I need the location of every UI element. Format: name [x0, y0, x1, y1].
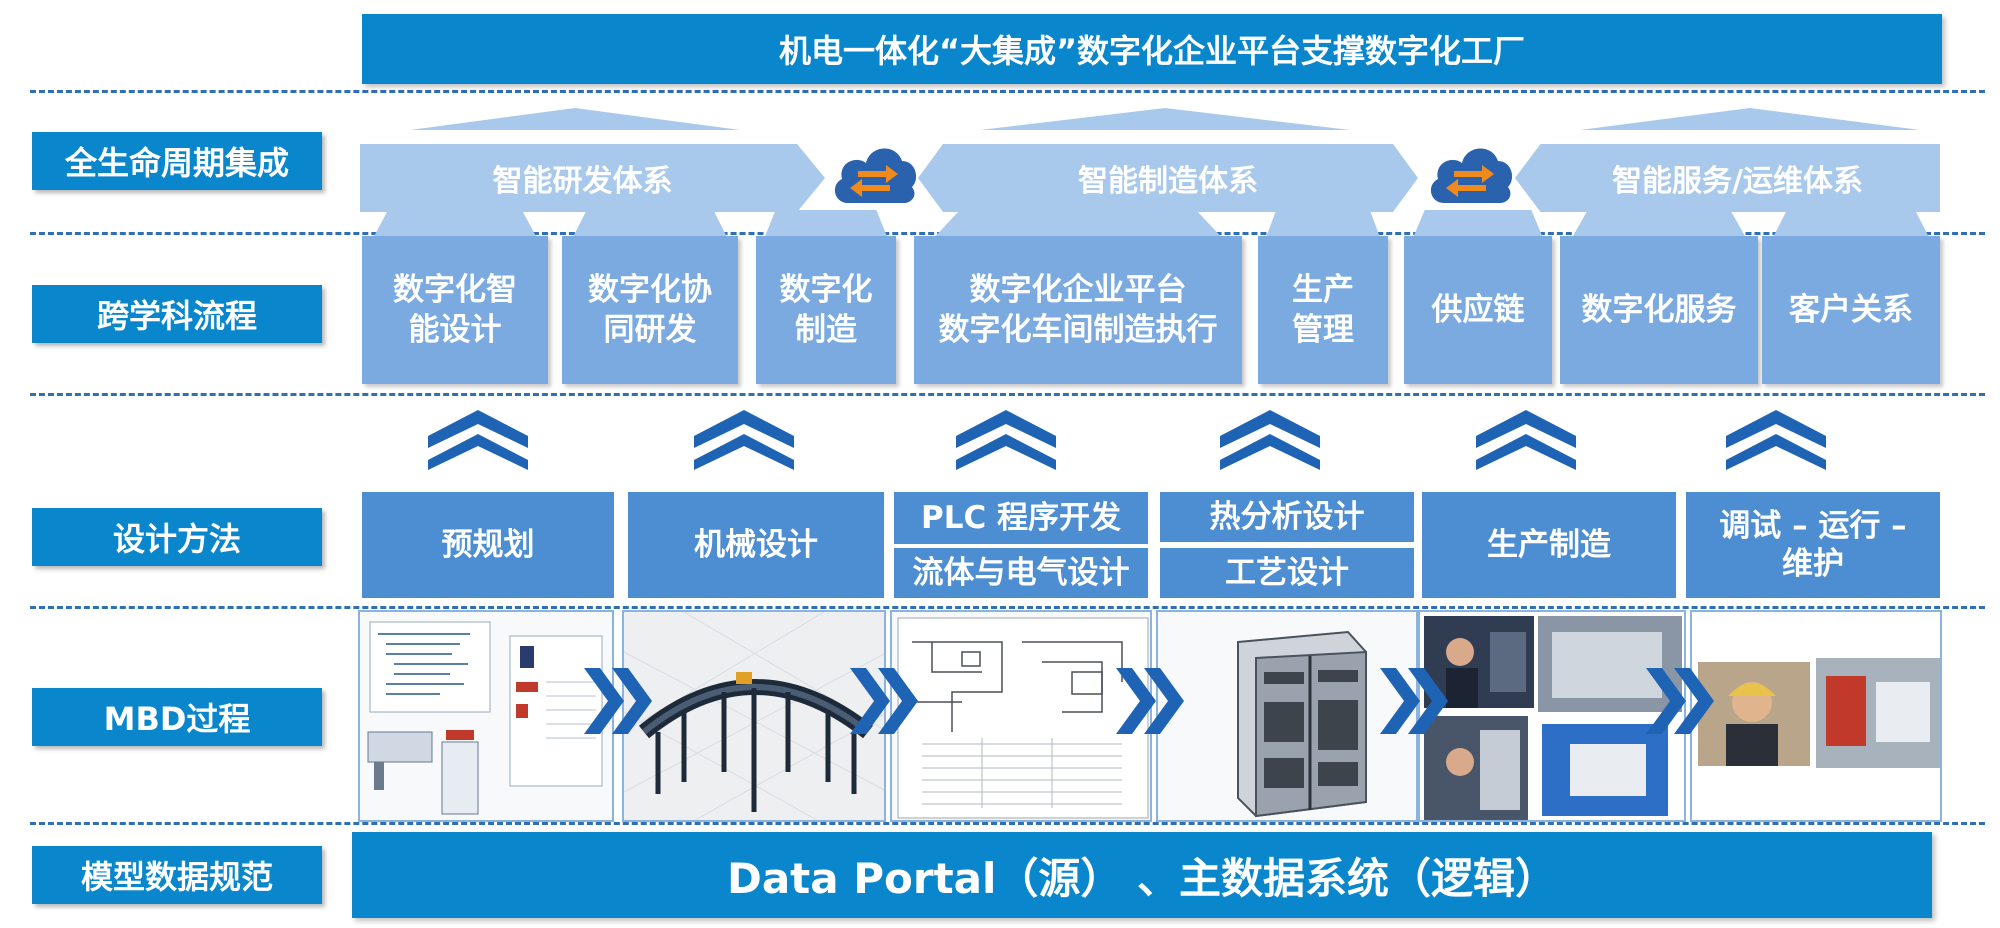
separator — [30, 822, 1985, 825]
row-label-mbd: MBD过程 — [32, 688, 322, 746]
process-cap — [933, 210, 1223, 238]
separator — [30, 393, 1985, 396]
lifecycle-mfg-label: 智能制造体系 — [1078, 164, 1258, 199]
lifecycle-svc-label: 智能服务/运维体系 — [1612, 164, 1863, 199]
chevron-right-icon — [850, 668, 918, 734]
method-mechanical: 机械设计 — [628, 492, 884, 598]
process-digital-service: 数字化服务 — [1560, 236, 1758, 384]
mbd-panel-production — [1418, 610, 1686, 822]
method-process-design: 工艺设计 — [1160, 548, 1414, 598]
separator — [30, 606, 1985, 609]
process-crm: 客户关系 — [1762, 236, 1940, 384]
process-line2: 制造 — [795, 312, 857, 348]
process-line1: 数字化企业平台 — [969, 272, 1187, 308]
double-chevron-up-icon — [428, 410, 528, 470]
process-line2: 数字化车间制造执行 — [938, 312, 1218, 348]
process-cap — [1571, 210, 1747, 238]
process-line2: 能设计 — [408, 312, 502, 348]
lifecycle-cap — [1580, 108, 1920, 130]
process-cap — [1772, 210, 1930, 238]
method-preplanning: 预规划 — [362, 492, 614, 598]
method-commissioning-line2: 维护 — [1781, 546, 1844, 582]
process-line1: 供应链 — [1431, 292, 1525, 328]
process-supply-chain: 供应链 — [1404, 236, 1552, 384]
lifecycle-rd: 智能研发体系 — [360, 144, 825, 212]
mbd-panel-commissioning — [1690, 610, 1942, 822]
mbd-panel-thermal — [1156, 610, 1418, 822]
page-title: 机电一体化“大集成”数字化企业平台支撑数字化工厂 — [362, 14, 1942, 84]
process-collab-rd: 数字化协同研发 — [562, 236, 738, 384]
lifecycle-cap — [980, 108, 1350, 130]
double-chevron-up-icon — [1476, 410, 1576, 470]
chevron-right-icon — [1116, 668, 1184, 734]
lifecycle-cap — [410, 108, 740, 130]
mbd-panel-plc — [890, 610, 1152, 822]
process-enterprise-platform: 数字化企业平台数字化车间制造执行 — [914, 236, 1242, 384]
process-line1: 生产 — [1292, 272, 1354, 308]
mbd-panel-preplanning — [358, 610, 614, 822]
process-cap — [373, 210, 537, 238]
process-line1: 数字化服务 — [1581, 292, 1737, 328]
method-commissioning-line1: 调试 – 运行 – — [1719, 508, 1907, 544]
method-thermal: 热分析设计 — [1160, 492, 1414, 542]
row-label-method: 设计方法 — [32, 508, 322, 566]
row-label-process: 跨学科流程 — [32, 285, 322, 343]
process-cap — [572, 210, 728, 238]
method-production: 生产制造 — [1422, 492, 1676, 598]
process-cap — [1412, 210, 1544, 238]
process-line1: 数字化协 — [588, 272, 712, 308]
chevron-right-icon — [1646, 668, 1714, 734]
production-photos — [1424, 616, 1682, 820]
cloud-sync-icon — [1430, 148, 1513, 203]
lifecycle-rd-label: 智能研发体系 — [492, 164, 673, 199]
lifecycle-svc: 智能服务/运维体系 — [1515, 144, 1940, 212]
process-line2: 同研发 — [603, 312, 697, 348]
double-chevron-up-icon — [1220, 410, 1320, 470]
schematic-image — [897, 617, 1149, 819]
method-commissioning: 调试 – 运行 –维护 — [1686, 492, 1940, 598]
process-line2: 管理 — [1292, 312, 1354, 348]
method-plc: PLC 程序开发 — [894, 492, 1148, 544]
preplanning-image — [367, 621, 603, 815]
process-line1: 客户关系 — [1789, 292, 1913, 328]
double-chevron-up-icon — [1726, 410, 1826, 470]
lifecycle-mfg: 智能制造体系 — [918, 144, 1418, 212]
service-photos — [1698, 658, 1940, 768]
separator — [30, 90, 1985, 93]
mbd-panel-mechanical — [622, 610, 886, 822]
chevron-right-icon — [1380, 668, 1448, 734]
process-line1: 数字化 — [779, 272, 873, 308]
process-cap — [1265, 210, 1381, 238]
process-smart-design: 数字化智能设计 — [362, 236, 548, 384]
row-label-spec: 模型数据规范 — [32, 846, 322, 904]
cabinet-image — [1237, 630, 1367, 818]
process-line1: 数字化智 — [393, 272, 517, 308]
data-platform-banner: Data Portal（源） 、主数据系统（逻辑） — [352, 832, 1932, 918]
cloud-sync-icon — [834, 148, 917, 203]
process-production-mgmt: 生产管理 — [1258, 236, 1388, 384]
row-label-lifecycle: 全生命周期集成 — [32, 132, 322, 190]
double-chevron-up-icon — [956, 410, 1056, 470]
method-fluid-electrical: 流体与电气设计 — [894, 548, 1148, 598]
double-chevron-up-icon — [694, 410, 794, 470]
conveyor-image — [624, 612, 884, 820]
process-digital-mfg: 数字化制造 — [756, 236, 896, 384]
chevron-right-icon — [584, 668, 652, 734]
process-cap — [764, 210, 888, 238]
